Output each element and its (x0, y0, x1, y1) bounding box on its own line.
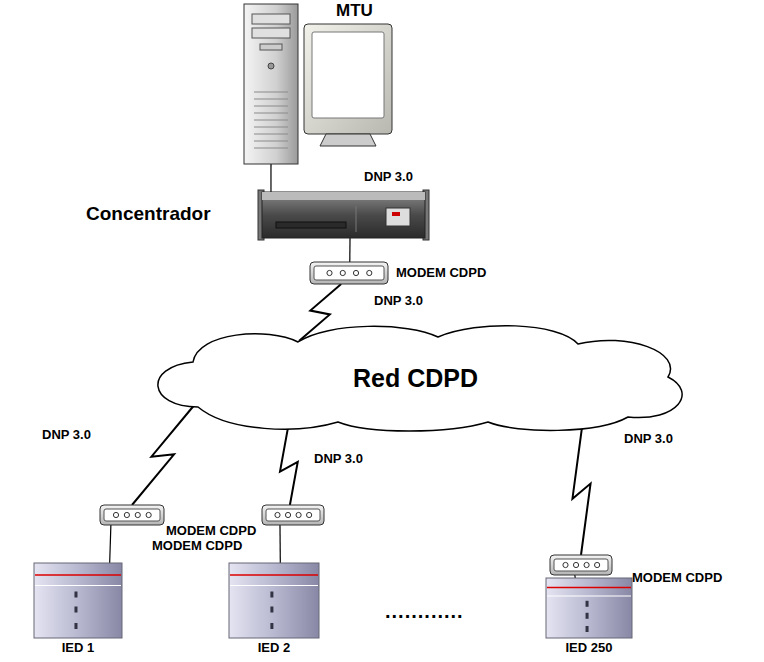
shape-part (270, 607, 273, 613)
detail-line (254, 148, 288, 149)
detail-line (254, 134, 288, 135)
node-label: MODEM CDPD (632, 571, 722, 586)
detail-line (254, 92, 288, 93)
detail-line (254, 127, 288, 128)
shape-part (244, 4, 298, 164)
shape-part (386, 208, 410, 226)
modem-led (146, 512, 151, 517)
node-label: MODEM CDPD (152, 539, 242, 554)
shape-part (312, 32, 384, 118)
shape-part (262, 192, 425, 200)
shape-part (270, 592, 273, 598)
shape-part (392, 212, 400, 216)
shape-part (276, 222, 346, 228)
modem-led (353, 270, 358, 275)
ied-node: IED 250 (545, 578, 633, 660)
modem-led (275, 512, 280, 517)
node-label: IED 1 (62, 641, 95, 656)
shape-part (260, 44, 282, 50)
cable-line (110, 525, 111, 563)
modem-led (340, 270, 345, 275)
shape-part (586, 613, 589, 619)
modem-led (296, 512, 301, 517)
ied-node: IED 1 (33, 563, 123, 660)
protocol-label: DNP 3.0 (40, 428, 93, 443)
shape-part (586, 601, 589, 607)
monitor-base (320, 134, 376, 146)
ied-node: IED 2 (228, 563, 320, 660)
mtu-node: MTU (240, 0, 396, 168)
cloud-outline (158, 326, 682, 431)
protocol-label: DNP 3.0 (362, 170, 415, 185)
modem-led (595, 562, 600, 567)
node-label: IED 2 (258, 641, 291, 656)
detail-line (254, 99, 288, 100)
node-label: IED 250 (566, 641, 613, 656)
protocol-label: DNP 3.0 (312, 452, 365, 467)
shape-part (304, 24, 392, 134)
modem-led (367, 270, 372, 275)
modem-led (285, 512, 290, 517)
shape-part (104, 509, 160, 521)
modem-led (573, 562, 578, 567)
shape-part (74, 592, 77, 598)
ellipsis-dots: ............ (385, 600, 464, 623)
modem-led (584, 562, 589, 567)
node-label: Concentrador (86, 203, 211, 225)
power-button (268, 63, 274, 69)
detail-line (547, 587, 631, 589)
modem-led (124, 512, 129, 517)
node-label: MODEM CDPD (166, 524, 256, 539)
modem-node: MODEM CDPD (308, 258, 518, 288)
shape-part (314, 266, 384, 280)
cable-line (279, 525, 281, 563)
network-cloud: Red CDPD (138, 322, 693, 434)
shape-part (546, 578, 632, 638)
shape-part (74, 623, 77, 629)
wireless-link (572, 427, 590, 555)
modem-led (113, 512, 118, 517)
concentrator-node: Concentrador (86, 186, 428, 244)
shape-part (554, 559, 608, 571)
modem-node: MODEM CDPD (98, 503, 263, 541)
protocol-label: DNP 3.0 (622, 432, 675, 447)
shape-part (266, 509, 320, 521)
node-label: MODEM CDPD (396, 266, 486, 281)
computer-icon (240, 0, 396, 168)
detail-line (254, 141, 288, 142)
shape-part (229, 563, 319, 638)
shape-part (586, 626, 589, 632)
shape-part (262, 192, 425, 238)
shape-part (100, 505, 164, 525)
modem-led (135, 512, 140, 517)
detail-line (254, 106, 288, 107)
shape-part (310, 262, 388, 284)
node-label: MTU (336, 1, 373, 21)
shape-part (262, 505, 324, 525)
shape-part (252, 28, 290, 38)
cable-line (349, 238, 350, 262)
shape-part (34, 563, 122, 638)
modem-led (563, 562, 568, 567)
network-name: Red CDPD (353, 364, 478, 393)
shape-part (550, 555, 612, 575)
shape-part (252, 14, 290, 24)
modem-led (327, 270, 332, 275)
modem-led (307, 512, 312, 517)
detail-line (35, 585, 121, 586)
wireless-link (280, 428, 298, 505)
shape-part (74, 607, 77, 613)
detail-line (230, 585, 318, 586)
detail-line (356, 206, 357, 232)
protocol-label: DNP 3.0 (372, 294, 425, 309)
detail-line (547, 596, 631, 597)
detail-line (254, 113, 288, 114)
shape-part (270, 623, 273, 629)
cable-line (270, 164, 271, 192)
detail-line (230, 574, 318, 576)
wireless-link (132, 406, 194, 505)
detail-line (35, 574, 121, 576)
detail-line (254, 120, 288, 121)
